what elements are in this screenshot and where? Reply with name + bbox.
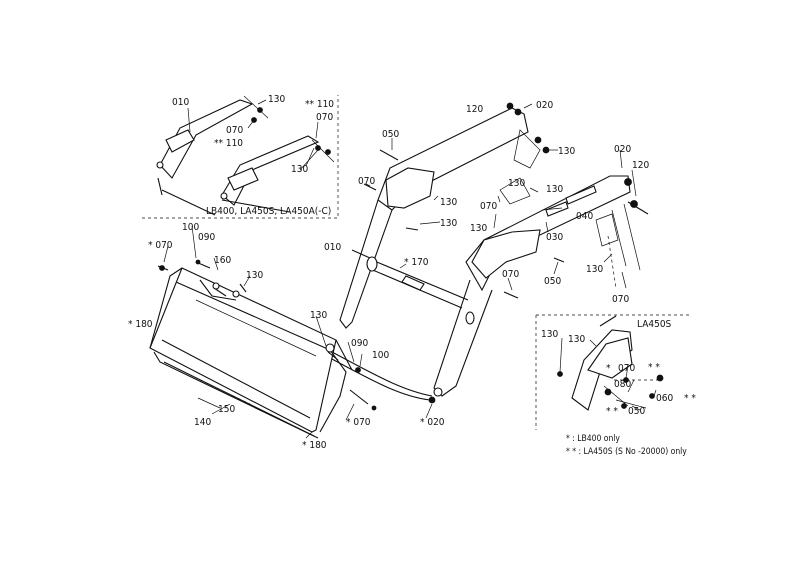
label-070-inset-right: 070 xyxy=(316,112,333,123)
label-070-left: 070 xyxy=(358,176,375,187)
label-180-bottom: * 180 xyxy=(302,440,327,451)
variant-markers: * * * * * * * xyxy=(606,362,696,417)
variant-inset xyxy=(142,95,339,219)
label-050-mid: 050 xyxy=(544,276,561,287)
models-caption: LB400, LA450S, LA450A(-C) xyxy=(206,206,331,217)
label-120-right: 120 xyxy=(632,160,649,171)
label-130-bucket-right: 130 xyxy=(310,310,327,321)
part-labels: 010 130 ** 110 070 ** 110 070 130 120 02… xyxy=(128,94,673,451)
label-090-bucket: 090 xyxy=(198,232,215,243)
label-170: * 170 xyxy=(404,257,429,268)
label-020-bottom: * 020 xyxy=(420,417,445,428)
label-130-inset-left: 130 xyxy=(541,329,558,340)
label-180-left: * 180 xyxy=(128,319,153,330)
label-080: 080 xyxy=(614,379,631,390)
la450s-inset-caption: LA450S xyxy=(637,319,672,330)
label-110-inset-right: ** 110 xyxy=(305,99,334,110)
label-030: 030 xyxy=(546,232,563,243)
label-040: 040 xyxy=(576,211,593,222)
svg-text:* *: * * xyxy=(606,406,618,417)
label-130-front: 130 xyxy=(470,223,487,234)
label-100-bucket: 100 xyxy=(182,222,199,233)
label-010-inset: 010 xyxy=(172,97,189,108)
label-070-bucket-bottom: * 070 xyxy=(346,417,371,428)
label-130-right-bracket: 130 xyxy=(558,146,575,157)
label-130-bucket: 130 xyxy=(246,270,263,281)
pin-group xyxy=(363,102,649,299)
label-160: 160 xyxy=(214,255,231,266)
la450s-inset xyxy=(535,314,690,430)
label-130-front-right: 130 xyxy=(586,264,603,275)
label-130-cross: 130 xyxy=(440,218,457,229)
svg-text:* *: * * xyxy=(684,393,696,404)
label-120-top: 120 xyxy=(466,104,483,115)
label-130-bracket: 130 xyxy=(546,184,563,195)
label-130-boom: 130 xyxy=(440,197,457,208)
label-100-right: 100 xyxy=(372,350,389,361)
label-070-inset-b: 070 xyxy=(618,363,635,374)
label-110-inset-left: ** 110 xyxy=(214,138,243,149)
label-010-main: 010 xyxy=(324,242,341,253)
label-130-inset-mid2: 130 xyxy=(568,334,585,345)
label-060: 060 xyxy=(656,393,673,404)
main-arm xyxy=(329,102,649,401)
label-050-top: 050 xyxy=(382,129,399,140)
svg-text:* *: * * xyxy=(648,362,660,373)
label-020-top: 020 xyxy=(536,100,553,111)
label-070-front: 070 xyxy=(480,201,497,212)
label-150: 150 xyxy=(218,404,235,415)
label-070-bottom-right: 070 xyxy=(612,294,629,305)
label-090-right: 090 xyxy=(351,338,368,349)
label-130-inset-top: 130 xyxy=(268,94,285,105)
label-050-inset: 050 xyxy=(628,406,645,417)
label-070-bucket-left: * 070 xyxy=(148,240,173,251)
loose-pins xyxy=(157,259,436,411)
bucket xyxy=(149,267,353,439)
leader-lines xyxy=(163,99,657,439)
label-130-mid: 130 xyxy=(508,178,525,189)
legend-lb400-only: * : LB400 only xyxy=(566,434,620,444)
legend-la450s-only: * * : LA450S (S No -20000) only xyxy=(566,447,687,457)
label-070-inset: 070 xyxy=(226,125,243,136)
label-070-tube: 070 xyxy=(502,269,519,280)
label-020-right: 020 xyxy=(614,144,631,155)
label-130-inset-mid: 130 xyxy=(291,164,308,175)
svg-text:*: * xyxy=(606,363,611,374)
label-140: 140 xyxy=(194,417,211,428)
